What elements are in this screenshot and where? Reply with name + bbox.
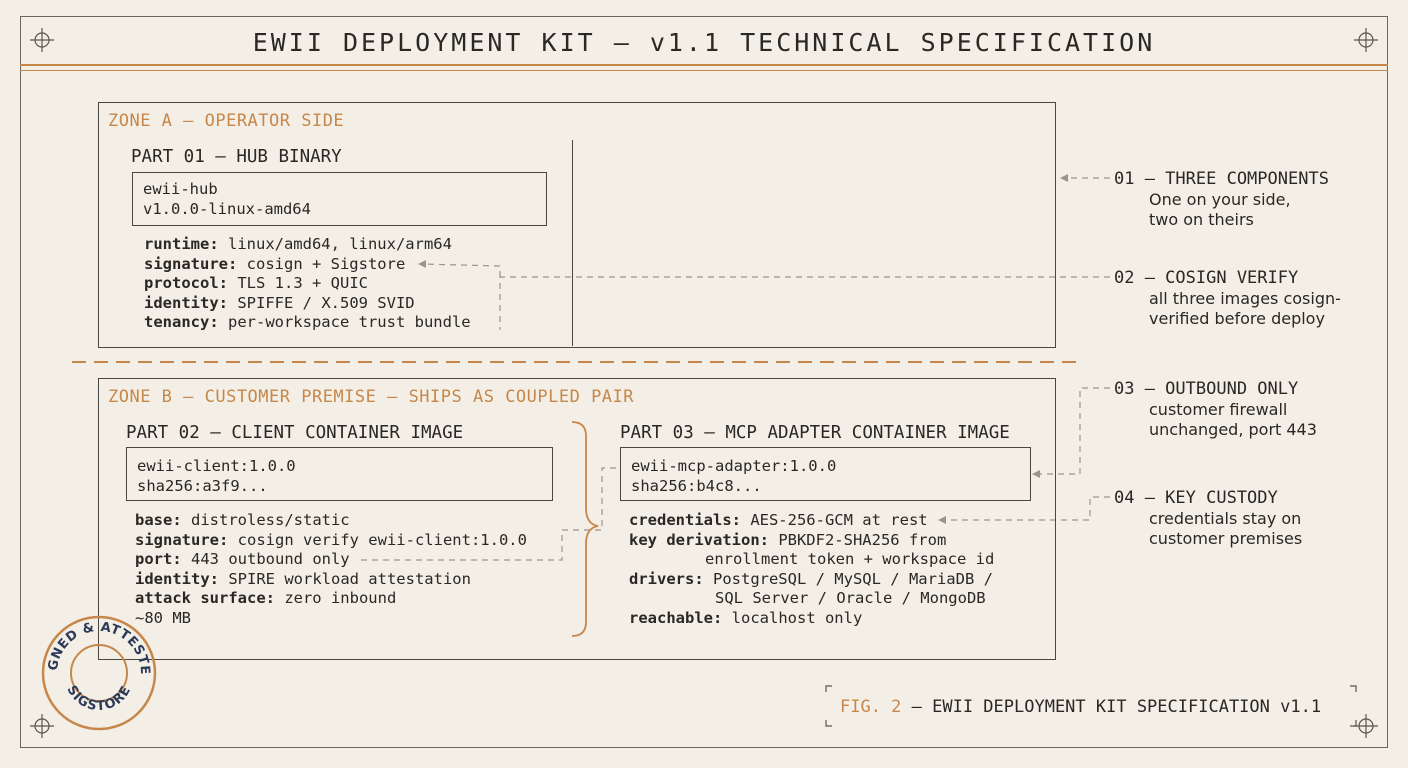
note-03: 03 — OUTBOUND ONLY customer firewall unc… [1114,379,1317,439]
spec-row: enrollment token + workspace id [705,550,995,569]
zone-b-box [98,378,1056,660]
spec-row: protocol: TLS 1.3 + QUIC [144,274,368,293]
spec-row: credentials: AES-256-GCM at rest [629,511,928,529]
part03-specs: credentials: AES-256-GCM at rest key der… [629,511,994,629]
part01-specs: runtime: linux/amd64, linux/arm64 signat… [144,235,471,333]
coupling-brace [571,421,599,637]
part03-artifact-box: ewii-mcp-adapter:1.0.0 sha256:b4c8... [620,447,1031,501]
title-rule-top [20,64,1388,66]
spec-row: port: 443 outbound only [135,550,350,569]
part02-specs: base: distroless/static signature: cosig… [135,511,527,629]
part02-artifact-name: ewii-client:1.0.0 [137,457,296,475]
svg-text:SIGSTORE: SIGSTORE [64,683,135,714]
page-title: EWII DEPLOYMENT KIT — v1.1 TECHNICAL SPE… [252,28,1156,57]
spec-row: identity: SPIFFE / X.509 SVID [144,293,415,312]
part03-artifact-hash: sha256:b4c8... [631,477,762,495]
note-01: 01 — THREE COMPONENTS One on your side, … [1114,169,1329,229]
spec-row: key derivation: PBKDF2-SHA256 from [629,530,947,549]
part01-artifact-box: ewii-hub v1.0.0-linux-amd64 [132,172,547,226]
crosshair-icon [1354,714,1378,738]
spec-row: tenancy: per-workspace trust bundle [144,313,471,332]
spec-row: base: distroless/static [135,511,350,529]
zone-a-label: ZONE A — OPERATOR SIDE [108,111,345,131]
zone-b-label: ZONE B — CUSTOMER PREMISE — SHIPS AS COU… [108,387,635,407]
spec-row: drivers: PostgreSQL / MySQL / MariaDB / [629,569,993,588]
spec-row: ~80 MB [135,608,191,627]
connector-02 [421,263,1110,330]
part01-artifact-version: v1.0.0-linux-amd64 [143,200,311,218]
part02-artifact-box: ewii-client:1.0.0 sha256:a3f9... [126,447,553,501]
stamp-bottom-text: SIGSTORE [64,683,134,714]
part03-title: PART 03 — MCP ADAPTER CONTAINER IMAGE [620,423,1010,443]
spec-row: runtime: linux/amd64, linux/arm64 [144,235,452,253]
spec-row: reachable: localhost only [629,608,863,627]
spec-row: signature: cosign verify ewii-client:1.0… [135,530,527,549]
figure-caption-text: — EWII DEPLOYMENT KIT SPECIFICATION v1.1 [901,697,1322,717]
part01-artifact-name: ewii-hub [143,180,218,198]
spec-row: attack surface: zero inbound [135,589,397,608]
part02-artifact-hash: sha256:a3f9... [137,477,268,495]
note-04: 04 — KEY CUSTODY credentials stay on cus… [1114,488,1303,548]
page-frame [20,16,1388,748]
part01-title: PART 01 — HUB BINARY [131,147,342,167]
part02-title: PART 02 — CLIENT CONTAINER IMAGE [126,423,464,443]
crosshair-icon [30,28,54,52]
zone-a-box [98,102,1056,348]
stamp-top-text: SIGNED & ATTESTED [38,612,152,675]
crosshair-icon [1354,28,1378,52]
spec-row: signature: cosign + Sigstore [144,254,406,273]
seal-icon: SIGNED & ATTESTED SIGSTORE [38,612,157,731]
spec-row: SQL Server / Oracle / MongoDB [715,589,986,608]
svg-text:SIGNED & ATTESTED: SIGNED & ATTESTED [38,612,152,675]
figure-number: FIG. 2 [840,697,902,717]
note-02: 02 — COSIGN VERIFY all three images cosi… [1114,268,1341,328]
title-rule-bottom [20,70,1388,71]
figure-caption: FIG. 2 — EWII DEPLOYMENT KIT SPECIFICATI… [840,697,1321,717]
part03-artifact-name: ewii-mcp-adapter:1.0.0 [631,457,837,475]
connector-03 [1036,387,1110,475]
spec-row: identity: SPIRE workload attestation [135,569,471,588]
connector-pair [358,467,616,561]
crosshair-icon [30,714,54,738]
part01-divider [572,140,573,346]
